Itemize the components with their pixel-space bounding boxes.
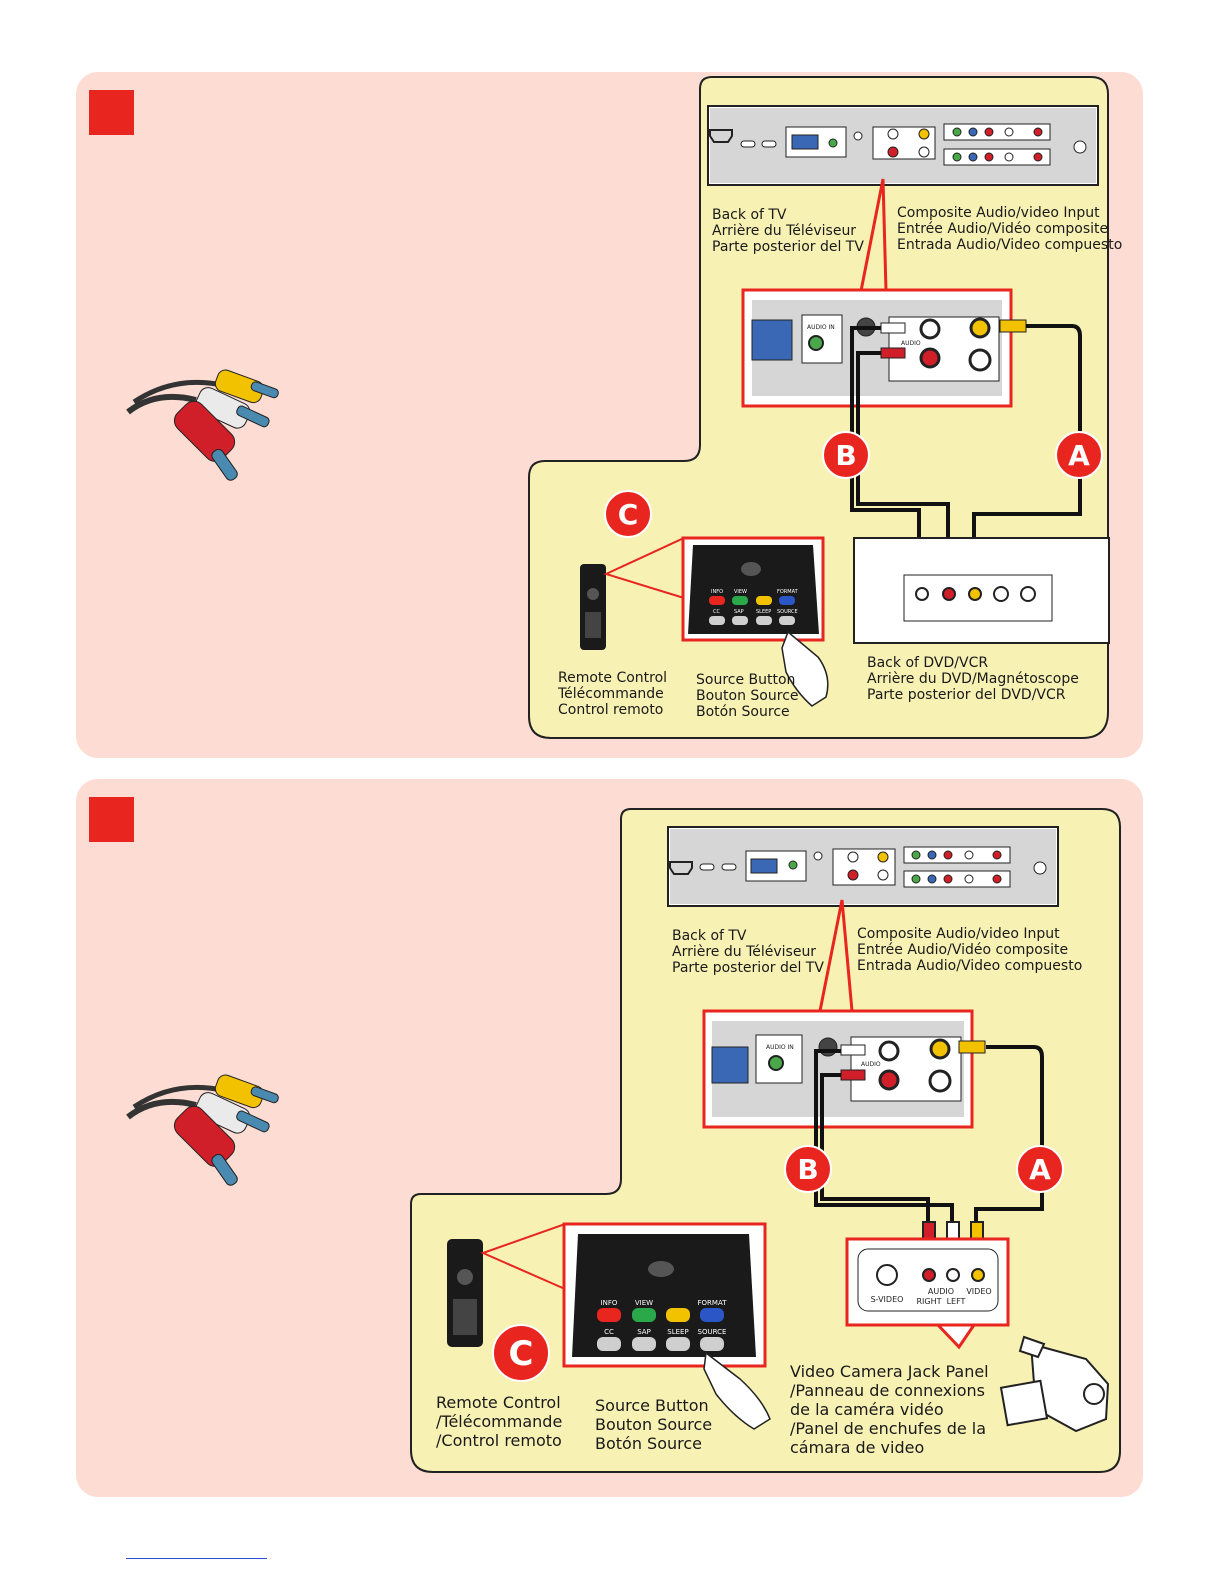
hand-pointer-icon [781,630,829,707]
step-marker-1 [89,90,134,135]
label-remote-control: Remote Control/Télécommande/Control remo… [436,1393,563,1450]
marker-c: C [509,1334,534,1374]
cable-b-red [820,1073,930,1224]
right-jack-label: RIGHT [916,1297,941,1306]
footer-divider [126,1558,267,1559]
rca-cable-icon [126,369,279,481]
dvd-back-panel [853,537,1110,644]
step-panel-2: S-VIDEO AUDIO RIGHT LEFT VIDEO [76,779,1143,1497]
camera-jack-panel: S-VIDEO AUDIO RIGHT LEFT VIDEO [845,1237,1010,1350]
cable-b [850,326,921,542]
marker-a: A [1068,439,1090,472]
source-button-label: SOURCE [698,1328,727,1336]
label-camera-panel: Video Camera Jack Panel/Panneau de conne… [790,1362,989,1457]
cc-button-label: CC [713,609,720,615]
info-button-label: INFO [601,1299,618,1307]
sap-button-label: SAP [637,1328,651,1336]
tv-jack-zoom [702,1009,986,1129]
remote-zoom: INFO VIEW FORMAT CC SAP SLEEP SOURCE [562,1222,767,1368]
tv-back-panel [707,105,1099,186]
cc-button-label: CC [604,1328,614,1336]
tv-jack-zoom [741,288,1027,408]
remote-zoom [681,536,825,642]
remote-control-icon [580,564,606,650]
hand-pointer-icon [703,1351,771,1430]
info-button-label: INFO [711,589,723,595]
marker-c: C [618,498,639,531]
sap-button-label: SAP [734,609,744,615]
video-jack-label: VIDEO [966,1287,991,1296]
step-marker-2 [89,797,134,842]
step-panel-1: B A C AUDIO IN AUDIO INFO VIEW FORMAT CC… [76,72,1143,758]
cable-b [814,1049,954,1224]
rca-cable-icon [126,1074,279,1186]
connection-diagram-dvd: B A C AUDIO IN AUDIO INFO VIEW FORMAT CC… [126,76,1110,739]
connection-diagram-camera: S-VIDEO AUDIO RIGHT LEFT VIDEO [126,808,1121,1473]
cable-b-red [856,351,950,542]
remote-control-icon [447,1239,483,1347]
svideo-jack-label: S-VIDEO [871,1295,904,1304]
audio-label: AUDIO [861,1061,881,1068]
format-button-label: FORMAT [777,589,799,595]
audio-in-label: AUDIO IN [766,1044,794,1051]
sleep-button-label: SLEEP [756,609,771,615]
marker-b: B [797,1153,818,1186]
audio-in-label: AUDIO IN [807,324,835,331]
left-jack-label: LEFT [947,1297,966,1306]
view-button-label: VIEW [635,1299,653,1307]
view-button-label: VIEW [734,589,747,595]
sleep-button-label: SLEEP [667,1328,688,1336]
marker-a: A [1029,1153,1051,1186]
audio-label: AUDIO [901,340,921,347]
audio-jack-label: AUDIO [928,1287,954,1296]
video-camera-icon [999,1335,1110,1433]
source-button-label: SOURCE [777,609,798,615]
marker-b: B [835,439,856,472]
format-button-label: FORMAT [698,1299,728,1307]
tv-back-panel [667,826,1059,907]
